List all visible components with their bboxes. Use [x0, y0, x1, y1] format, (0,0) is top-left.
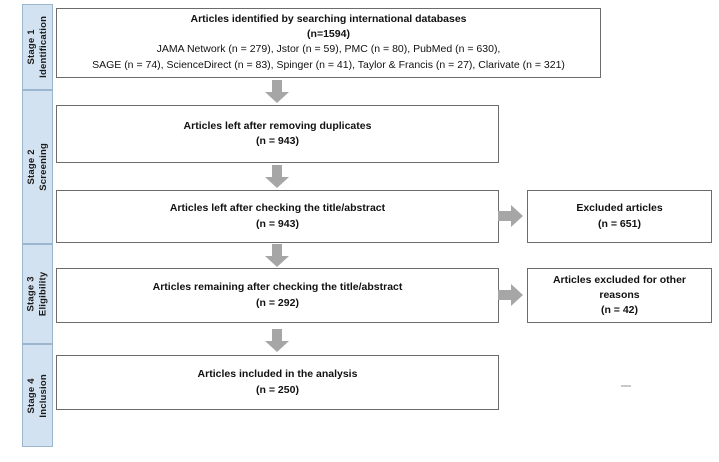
stage-4-name: Inclusion — [37, 373, 49, 418]
box-title-abstract-count: (n = 943) — [256, 217, 299, 230]
box-excluded-other-reasons: Articles excluded for other reasons (n =… — [527, 268, 712, 323]
box-duplicates-heading: Articles left after removing duplicates — [183, 119, 372, 132]
box-excluded-other-heading: Articles excluded for other — [552, 273, 687, 286]
box-excluded-other-heading-2: reasons — [599, 288, 640, 301]
stage-3-number: Stage 3 — [25, 276, 37, 312]
box-title-abstract-heading: Articles left after checking the title/a… — [169, 202, 386, 215]
box-included-heading: Articles included in the analysis — [197, 368, 358, 381]
box-articles-after-title-abstract: Articles left after checking the title/a… — [56, 190, 499, 243]
box-remaining-heading: Articles remaining after checking the ti… — [152, 281, 403, 294]
box-identified-count: (n=1594) — [307, 28, 350, 41]
stage-1-name: Identification — [37, 16, 49, 78]
box-articles-identified: Articles identified by searching interna… — [56, 8, 601, 78]
box-identified-sources-line-2: SAGE (n = 74), ScienceDirect (n = 83), S… — [92, 59, 565, 72]
arrow-down-icon — [264, 165, 290, 189]
stage-4-number: Stage 4 — [25, 377, 37, 414]
box-duplicates-count: (n = 943) — [256, 135, 299, 147]
stage-label-eligibility: Stage 3 Eligibility — [22, 244, 53, 344]
box-excluded-other-count: (n = 42) — [600, 304, 639, 317]
stage-2-name: Screening — [37, 143, 49, 191]
arrow-right-icon — [498, 204, 524, 228]
box-excluded-heading: Excluded articles — [576, 202, 663, 215]
box-excluded-count: (n = 651) — [598, 217, 641, 230]
box-remaining-count: (n = 292) — [256, 296, 299, 309]
arrow-down-icon — [264, 80, 290, 104]
box-articles-included: Articles included in the analysis (n = 2… — [56, 355, 499, 410]
box-included-count: (n = 250) — [256, 383, 299, 396]
stage-1-number: Stage 1 — [25, 29, 37, 65]
box-excluded-articles: Excluded articles (n = 651) — [527, 190, 712, 243]
stray-mark — [621, 385, 631, 387]
box-articles-remaining: Articles remaining after checking the ti… — [56, 268, 499, 323]
box-identified-heading: Articles identified by searching interna… — [190, 13, 467, 26]
arrow-down-icon — [264, 244, 290, 268]
arrow-down-icon — [264, 329, 290, 353]
box-identified-sources-line-1: JAMA Network (n = 279), Jstor (n = 59), … — [156, 43, 501, 56]
stage-label-screening: Stage 2 Screening — [22, 90, 53, 244]
stage-label-inclusion: Stage 4 Inclusion — [22, 344, 53, 447]
box-articles-after-duplicates: Articles left after removing duplicates … — [56, 105, 499, 163]
stage-2-number: Stage 2 — [25, 149, 37, 185]
arrow-right-icon — [498, 283, 524, 307]
stage-label-identification: Stage 1 Identification — [22, 4, 53, 90]
stage-3-name: Eligibility — [37, 271, 49, 317]
